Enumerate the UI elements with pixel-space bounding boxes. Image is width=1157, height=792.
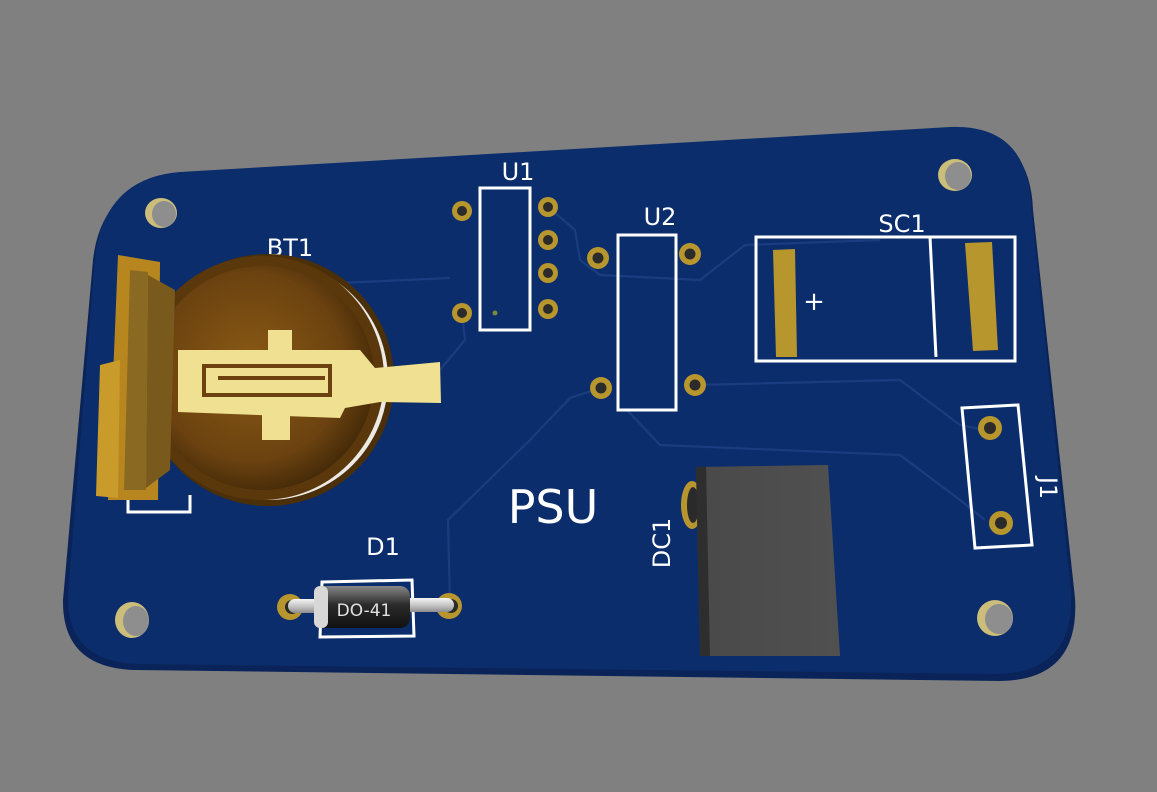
mounting-holes [115,159,1013,638]
bt1-battery-holder[interactable]: BT1 [96,234,441,514]
u1-footprint[interactable]: U1 [452,158,558,332]
copper-traces [339,206,986,606]
board-title: PSU [508,480,599,534]
sc1-footprint[interactable]: + SC1 [754,210,1017,363]
j1-designator: J1 [1034,475,1062,499]
d1-package-marking: DO-41 [337,601,392,621]
dc1-module[interactable]: DC1 [648,465,840,656]
j1-footprint[interactable]: J1 [960,403,1062,550]
u2-designator: U2 [644,203,677,231]
dc1-designator: DC1 [648,518,676,569]
u2-footprint[interactable]: U2 [587,203,706,412]
sc1-designator: SC1 [878,210,925,238]
d1-designator: D1 [366,533,400,561]
d1-diode[interactable]: DO-41 D1 [277,533,462,639]
u1-designator: U1 [502,158,535,186]
sc1-polarity-mark: + [803,287,825,317]
